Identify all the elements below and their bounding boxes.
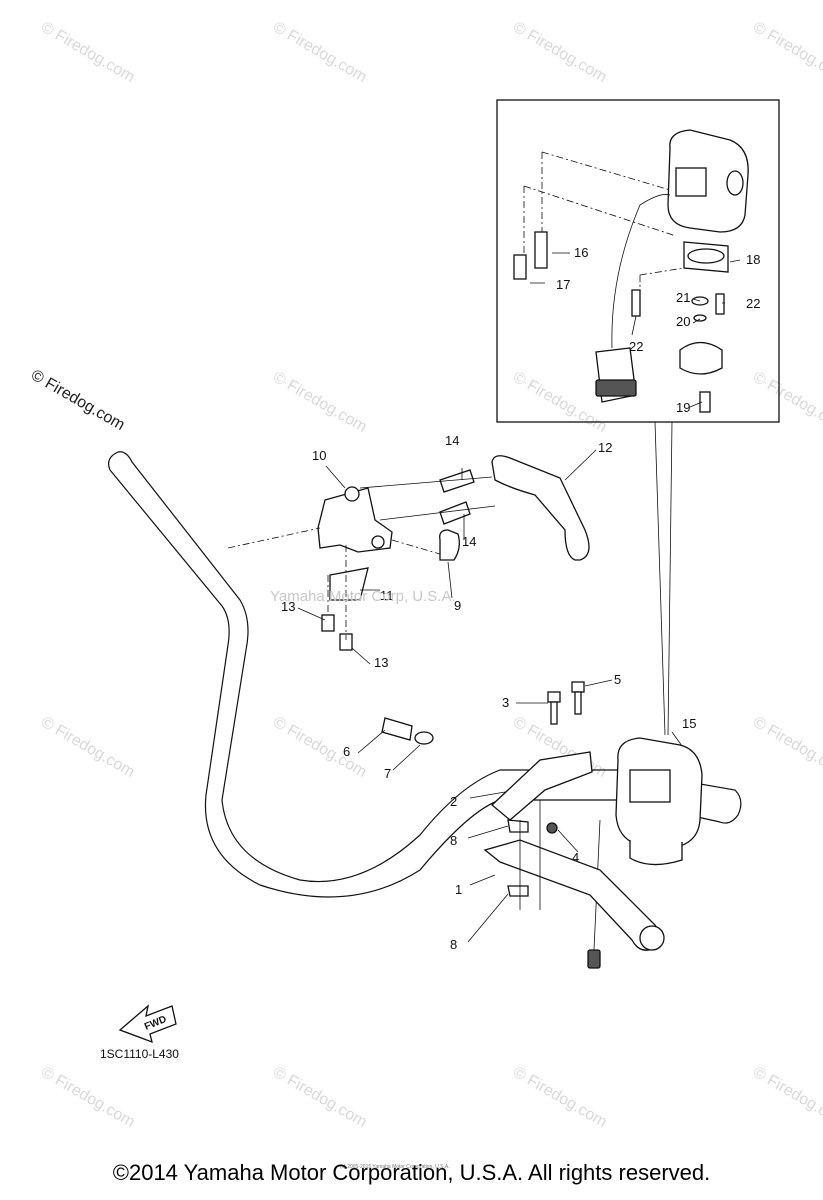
- callout-20: 20: [676, 314, 690, 329]
- callout-6: 6: [343, 744, 350, 759]
- callout-11: 11: [380, 588, 394, 603]
- lever-part-12: [491, 455, 590, 561]
- inset-switch-assembly: [513, 129, 749, 413]
- watermark-text: © Firedog.com: [38, 19, 138, 86]
- callout-14: 14: [445, 433, 459, 448]
- callout-12: 12: [598, 440, 612, 455]
- callout-19: 19: [676, 400, 690, 415]
- copyright-notice: ©2014 Yamaha Motor Corporation, U.S.A. A…: [112, 1160, 711, 1185]
- watermark-text: © Firedog.com: [750, 19, 823, 86]
- lever-assembly: [381, 681, 665, 951]
- callout-1: 1: [455, 882, 462, 897]
- inset-leader: [654, 421, 673, 736]
- callout-14: 14: [462, 534, 476, 549]
- watermark-text: © Firedog.com: [750, 369, 823, 436]
- watermark-text: © Firedog.com: [270, 714, 370, 781]
- callout-7: 7: [384, 766, 391, 781]
- callout-leaders: [297, 252, 741, 943]
- callout-8: 8: [450, 833, 457, 848]
- callout-21: 21: [676, 290, 690, 305]
- callout-3: 3: [502, 695, 509, 710]
- callout-9: 9: [454, 598, 461, 613]
- center-watermark: Yamaha Motor Corp, U.S.A.: [270, 588, 456, 605]
- watermark-text: © Firedog.com: [270, 369, 370, 436]
- callout-8: 8: [450, 937, 457, 952]
- watermark-text: © Firedog.com: [510, 1064, 610, 1131]
- fwd-arrow-icon: FWD: [118, 1004, 177, 1044]
- diagram-code: 1SC1110-L430: [100, 1047, 179, 1061]
- watermark-text: © Firedog.com: [750, 1064, 823, 1131]
- callout-17: 17: [556, 277, 570, 292]
- watermark-text-dark: © Firedog.com: [28, 367, 128, 434]
- watermark-text: © Firedog.com: [510, 369, 610, 436]
- watermark-text: © Firedog.com: [38, 1064, 138, 1131]
- inset-box: [496, 99, 780, 423]
- callout-13: 13: [281, 599, 295, 614]
- callout-16: 16: [574, 245, 588, 260]
- watermark-text: © Firedog.com: [38, 714, 138, 781]
- switch-housing-part-15: [587, 737, 703, 969]
- callout-22: 22: [746, 296, 760, 311]
- fine-print: (c) 2005-2015 Yamaha Motor Corporation, …: [340, 1164, 450, 1170]
- callout-13: 13: [374, 655, 388, 670]
- callout-15: 15: [682, 716, 696, 731]
- handlebar: [108, 451, 742, 898]
- callout-2: 2: [450, 794, 457, 809]
- watermark-text: © Firedog.com: [510, 19, 610, 86]
- watermark-text: © Firedog.com: [270, 19, 370, 86]
- callout-10: 10: [312, 448, 326, 463]
- watermark-text: © Firedog.com: [750, 714, 823, 781]
- bracket-assembly-10: [317, 469, 496, 651]
- callout-4: 4: [572, 850, 579, 865]
- assembly-dash-lines: [227, 527, 441, 640]
- watermark-text: © Firedog.com: [270, 1064, 370, 1131]
- callout-18: 18: [746, 252, 760, 267]
- callout-22: 22: [629, 339, 643, 354]
- callout-5: 5: [614, 672, 621, 687]
